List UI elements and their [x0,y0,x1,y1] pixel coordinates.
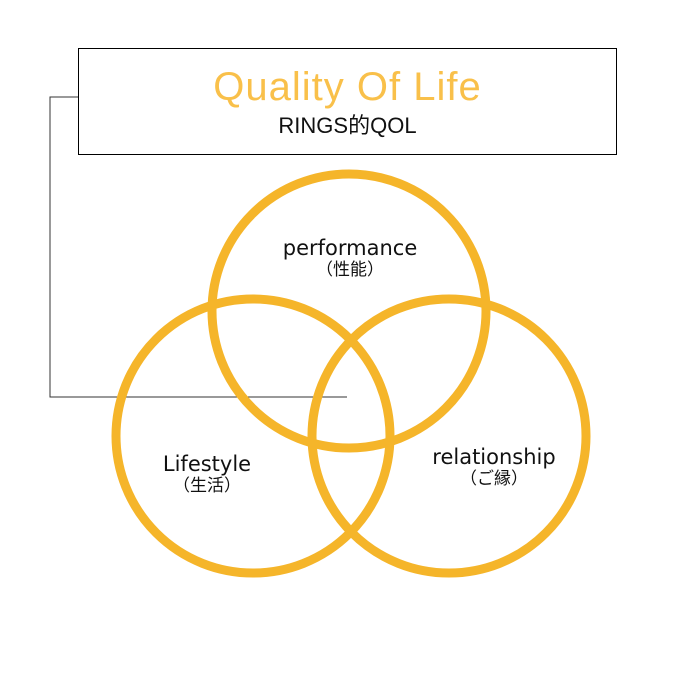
label-subtext: （生活） [173,476,241,496]
label-performance: performance （性能） [250,236,450,280]
label-lifestyle: Lifestyle （生活） [107,452,307,496]
ring-performance [207,169,491,453]
label-relationship: relationship （ご縁） [394,445,594,489]
ring-lifestyle [111,294,395,578]
label-subtext: （ご縁） [460,469,528,489]
page-title: Quality Of Life [213,65,482,109]
connector-line [49,96,347,398]
title-box: Quality Of Life RINGS的QOL [78,48,617,155]
label-subtext: （性能） [316,260,384,280]
label-text: relationship [432,445,556,469]
page-subtitle: RINGS的QOL [278,113,417,138]
ring-relationship [307,294,591,578]
label-text: Lifestyle [162,452,252,476]
label-text: performance [282,236,418,260]
